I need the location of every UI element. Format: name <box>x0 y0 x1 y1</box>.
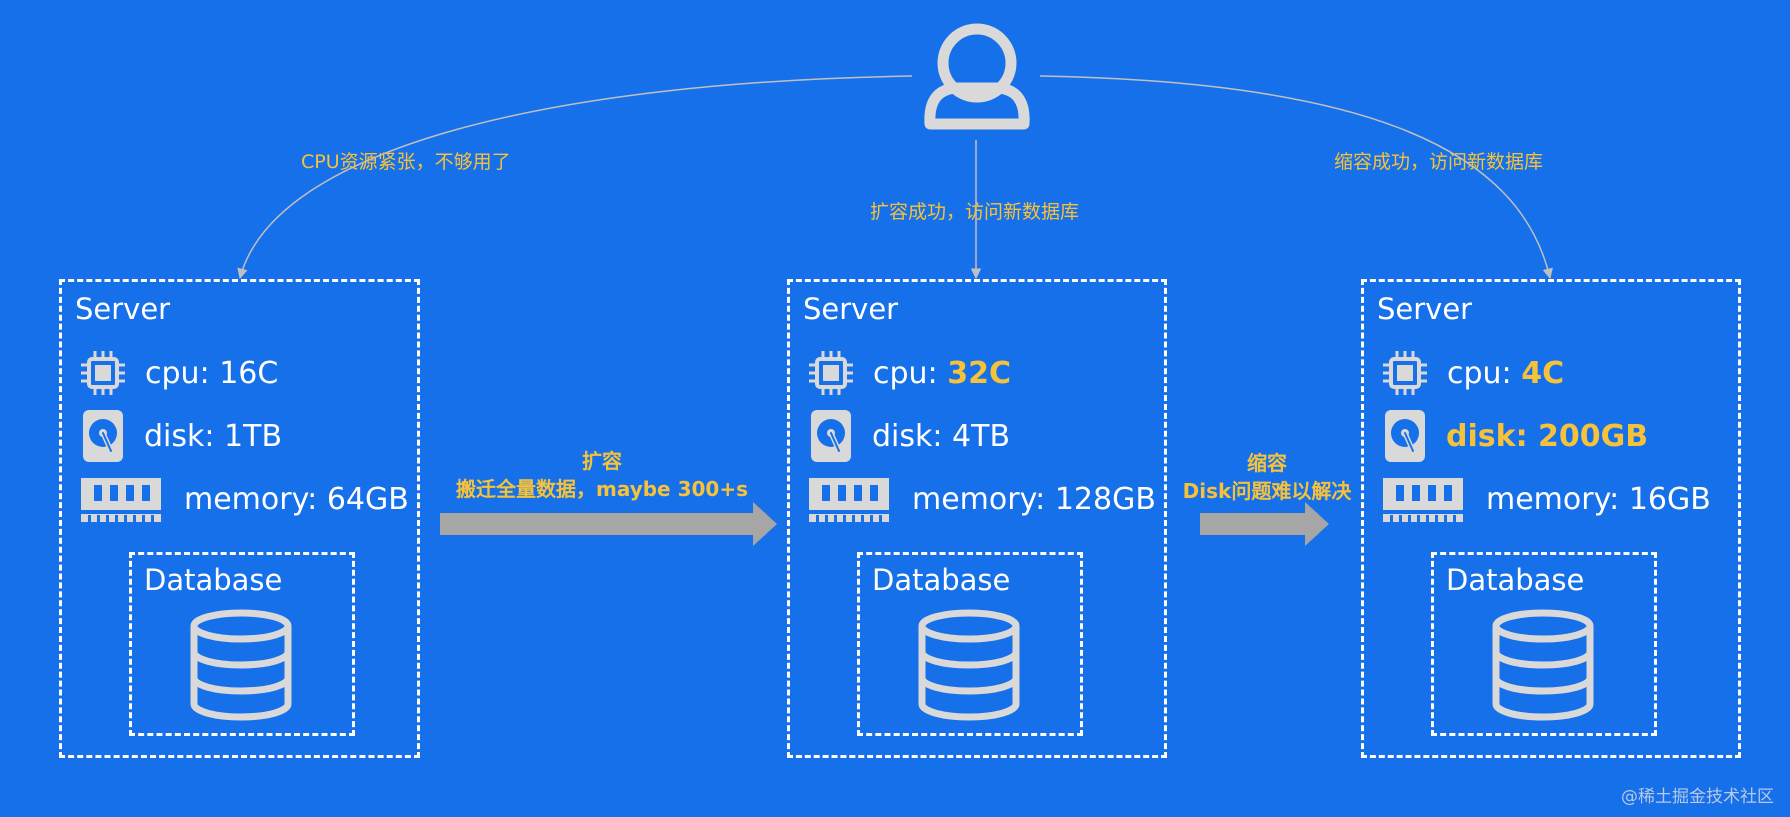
cpu-chip-icon <box>81 351 125 395</box>
user-icon <box>924 23 1030 130</box>
memory-label: memory: <box>184 481 327 517</box>
cpu-value: 32C <box>947 355 1011 391</box>
cpu-label: cpu: <box>145 355 220 391</box>
database-box: Database <box>1431 552 1657 736</box>
connector-right <box>1039 75 1553 280</box>
hard-disk-icon <box>811 410 851 462</box>
disk-row: disk: 1TB <box>80 409 282 463</box>
database-title: Database <box>144 563 283 597</box>
memory-value: 16GB <box>1628 481 1711 517</box>
edge-label-left: CPU资源紧张，不够用了 <box>301 151 511 173</box>
disk-label: disk: <box>1446 418 1539 454</box>
memory-label: memory: <box>912 481 1055 517</box>
database-icon <box>918 609 1020 721</box>
cpu-row: cpu: 4C <box>1382 350 1564 396</box>
disk-label: disk: <box>872 418 953 454</box>
memory-module-icon <box>1383 478 1463 522</box>
memory-row: memory: 16GB <box>1382 474 1711 524</box>
transition-arrow-2 <box>1200 502 1329 546</box>
memory-value: 128GB <box>1054 481 1156 517</box>
cpu-value: 4C <box>1521 355 1565 391</box>
connector-left <box>237 75 913 280</box>
disk-value: 4TB <box>952 418 1011 454</box>
cpu-chip-icon <box>1383 351 1427 395</box>
database-icon <box>190 609 292 721</box>
memory-row: memory: 64GB <box>80 474 409 524</box>
transition-arrow-1 <box>440 502 777 546</box>
disk-value: 200GB <box>1538 418 1649 454</box>
memory-module-icon <box>809 478 889 522</box>
disk-row: disk: 4TB <box>808 409 1010 463</box>
hard-disk-icon <box>1385 410 1425 462</box>
memory-label: memory: <box>1486 481 1629 517</box>
server-title: Server <box>75 292 171 326</box>
transition-label-2: 缩容 Disk问题难以解决 <box>1172 449 1362 505</box>
disk-row: disk: 200GB <box>1382 409 1648 463</box>
disk-label: disk: <box>144 418 225 454</box>
transition-1-detail: 搬迁全量数据，maybe 300+s <box>455 477 748 501</box>
database-box: Database <box>857 552 1083 736</box>
transition-label-1: 扩容 搬迁全量数据，maybe 300+s <box>452 447 752 503</box>
server-title: Server <box>1377 292 1473 326</box>
transition-2-title: 缩容 <box>1247 451 1287 475</box>
database-icon <box>1492 609 1594 721</box>
memory-value: 64GB <box>326 481 409 517</box>
cpu-row: cpu: 16C <box>80 350 278 396</box>
edge-label-right: 缩容成功，访问新数据库 <box>1334 151 1544 173</box>
watermark: @稀土掘金技术社区 <box>1621 787 1774 807</box>
cpu-chip-icon <box>809 351 853 395</box>
transition-2-detail: Disk问题难以解决 <box>1182 479 1352 503</box>
server-title: Server <box>803 292 899 326</box>
cpu-label: cpu: <box>1447 355 1522 391</box>
database-box: Database <box>129 552 355 736</box>
disk-value: 1TB <box>224 418 283 454</box>
database-title: Database <box>872 563 1011 597</box>
edge-label-middle: 扩容成功，访问新数据库 <box>870 201 1080 223</box>
server-box-2: Server cpu: 32C disk: 4TB <box>787 279 1167 758</box>
cpu-label: cpu: <box>873 355 948 391</box>
server-box-1: Server cpu: 16C disk: 1TB <box>59 279 420 758</box>
server-box-3: Server cpu: 4C disk: 200GB <box>1361 279 1741 758</box>
cpu-value: 16C <box>219 355 279 391</box>
database-title: Database <box>1446 563 1585 597</box>
memory-row: memory: 128GB <box>808 474 1156 524</box>
hard-disk-icon <box>83 410 123 462</box>
cpu-row: cpu: 32C <box>808 350 1011 396</box>
memory-module-icon <box>81 478 161 522</box>
transition-1-title: 扩容 <box>582 449 622 473</box>
